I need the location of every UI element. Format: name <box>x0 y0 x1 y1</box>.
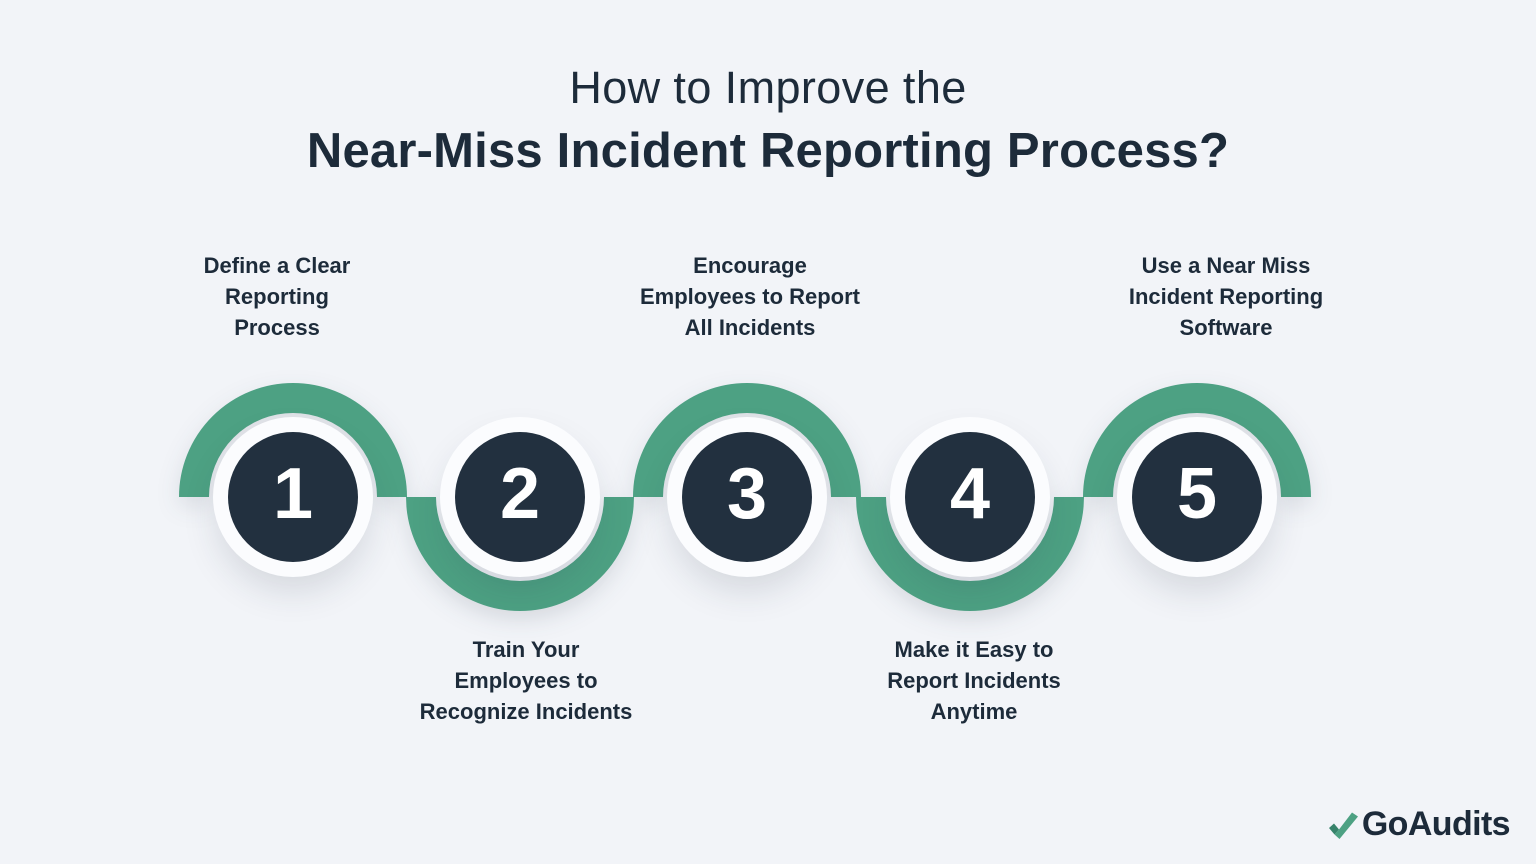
page-title-line2: Near-Miss Incident Reporting Process? <box>306 124 1230 178</box>
step-4-number: 4 <box>949 454 991 534</box>
step-3-number: 3 <box>726 454 768 534</box>
step-3-circle: 3 <box>682 432 812 562</box>
goaudits-logo: GoAudits <box>1325 804 1511 844</box>
step-4-circle: 4 <box>905 432 1035 562</box>
step-2-number: 2 <box>499 454 541 534</box>
step-2-label: Train Your Employees to Recognize Incide… <box>371 634 681 727</box>
step-5-circle: 5 <box>1132 432 1262 562</box>
page-title-line1: How to Improve the <box>569 62 967 113</box>
step-5-number: 5 <box>1176 454 1218 534</box>
step-1-label: Define a Clear Reporting Process <box>122 250 432 343</box>
step-1-label-line: Define a Clear <box>203 253 351 278</box>
step-4-label-line: Make it Easy to <box>894 637 1054 662</box>
step-2-label-line: Train Your <box>472 637 580 662</box>
step-2-label-line: Employees to <box>454 668 598 693</box>
step-4-label: Make it Easy to Report Incidents Anytime <box>819 634 1129 727</box>
step-3-label: Encourage Employees to Report All Incide… <box>595 250 905 343</box>
step-5-label-line: Use a Near Miss <box>1141 253 1311 278</box>
step-2-circle: 2 <box>455 432 585 562</box>
step-1-circle: 1 <box>228 432 358 562</box>
step-3-label-line: All Incidents <box>684 315 816 340</box>
step-3-label-line: Employees to Report <box>639 284 861 309</box>
step-4-label-line: Anytime <box>930 699 1018 724</box>
step-2-label-line: Recognize Incidents <box>419 699 633 724</box>
step-5-label-line: Incident Reporting <box>1128 284 1324 309</box>
step-1-number: 1 <box>272 454 314 534</box>
step-3-label-line: Encourage <box>693 253 807 278</box>
step-5-label-line: Software <box>1179 315 1273 340</box>
step-4-label-line: Report Incidents <box>887 668 1061 693</box>
logo-text: GoAudits <box>1361 804 1511 843</box>
title-block: How to Improve the Near-Miss Incident Re… <box>0 62 1536 179</box>
step-5-label: Use a Near Miss Incident Reporting Softw… <box>1071 250 1381 343</box>
step-1-label-line: Process <box>234 315 320 340</box>
wave-path <box>179 383 1311 611</box>
step-1-label-line: Reporting <box>225 284 329 309</box>
checkmark-icon <box>1328 812 1358 839</box>
